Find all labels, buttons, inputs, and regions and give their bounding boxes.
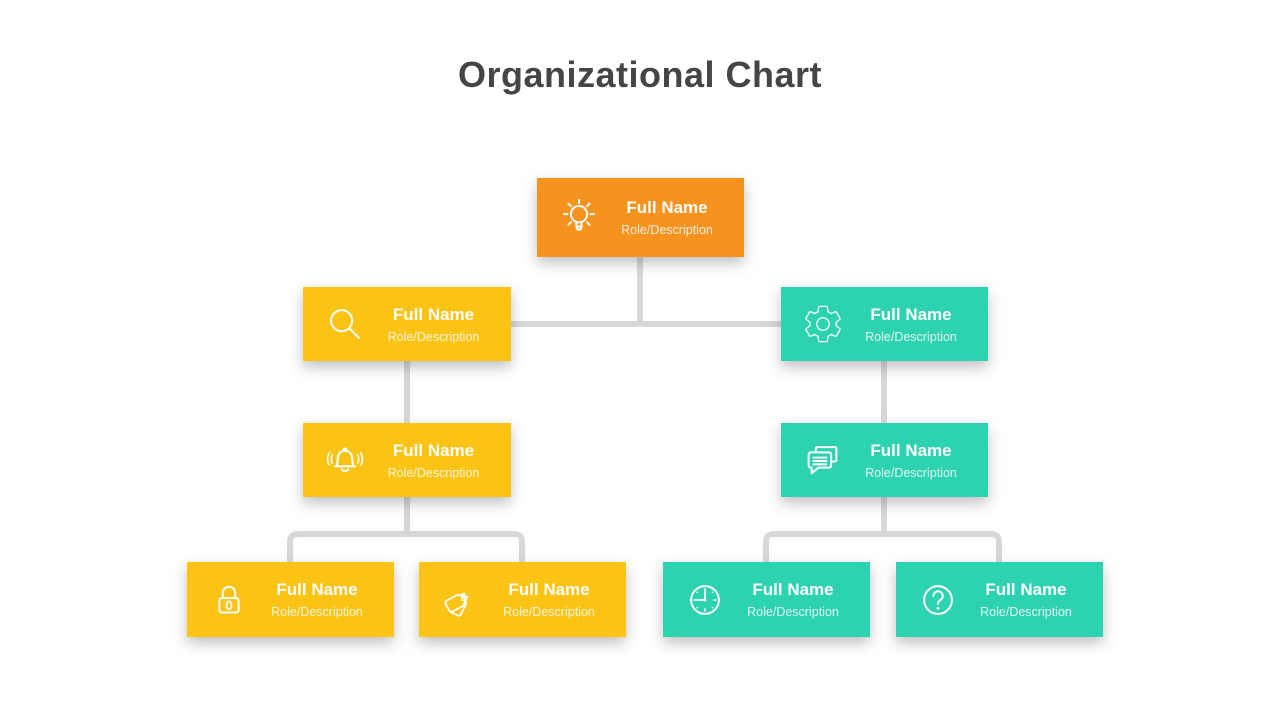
org-node-level3-right: Full Name Role/Description	[781, 423, 988, 497]
search-icon	[322, 301, 368, 347]
node-name: Full Name	[276, 580, 358, 599]
connector-right-l3-stub	[881, 496, 887, 536]
node-role: Role/Description	[621, 223, 713, 237]
tag-icon	[438, 577, 484, 623]
node-role: Role/Description	[503, 605, 595, 619]
node-name: Full Name	[392, 304, 475, 324]
node-name: Full Name	[985, 580, 1067, 599]
chat-icon	[800, 437, 846, 483]
node-name: Full Name	[392, 440, 475, 460]
gear-icon	[800, 301, 846, 347]
page-title: Organizational Chart	[457, 54, 823, 95]
node-name: Full Name	[870, 440, 952, 460]
question-icon	[915, 577, 961, 623]
node-role: Role/Description	[747, 605, 839, 619]
node-role: Role/Description	[865, 465, 957, 480]
connector-root-stub	[637, 256, 643, 327]
org-node-level2-left: Full Name Role/Description	[303, 287, 511, 361]
lock-icon	[206, 577, 252, 623]
node-role: Role/Description	[271, 605, 363, 619]
connector-right-l2-l3	[881, 360, 887, 424]
node-role: Role/Description	[865, 329, 957, 344]
org-node-root: Full Name Role/Description	[537, 178, 744, 257]
connector-level2-horizontal	[511, 321, 781, 327]
org-node-level3-left: Full Name Role/Description	[303, 423, 511, 497]
node-role: Role/Description	[387, 465, 480, 480]
connector-left-elbow	[287, 531, 525, 562]
org-node-level4-3: Full Name Role/Description	[663, 562, 870, 637]
node-name: Full Name	[626, 198, 708, 217]
node-role: Role/Description	[387, 329, 480, 344]
connector-left-l3-stub	[404, 496, 410, 536]
bell-icon	[322, 437, 368, 483]
clock-icon	[682, 577, 728, 623]
org-node-level2-right: Full Name Role/Description	[781, 287, 988, 361]
connector-right-elbow	[763, 531, 1002, 562]
org-node-level4-2: Full Name Role/Description	[419, 562, 626, 637]
node-name: Full Name	[752, 580, 834, 599]
org-node-level4-1: Full Name Role/Description	[187, 562, 394, 637]
org-node-level4-4: Full Name Role/Description	[896, 562, 1103, 637]
node-role: Role/Description	[980, 605, 1072, 619]
connector-left-l2-l3	[404, 360, 410, 424]
node-name: Full Name	[508, 580, 590, 599]
node-name: Full Name	[870, 304, 952, 324]
lightbulb-icon	[556, 195, 602, 241]
